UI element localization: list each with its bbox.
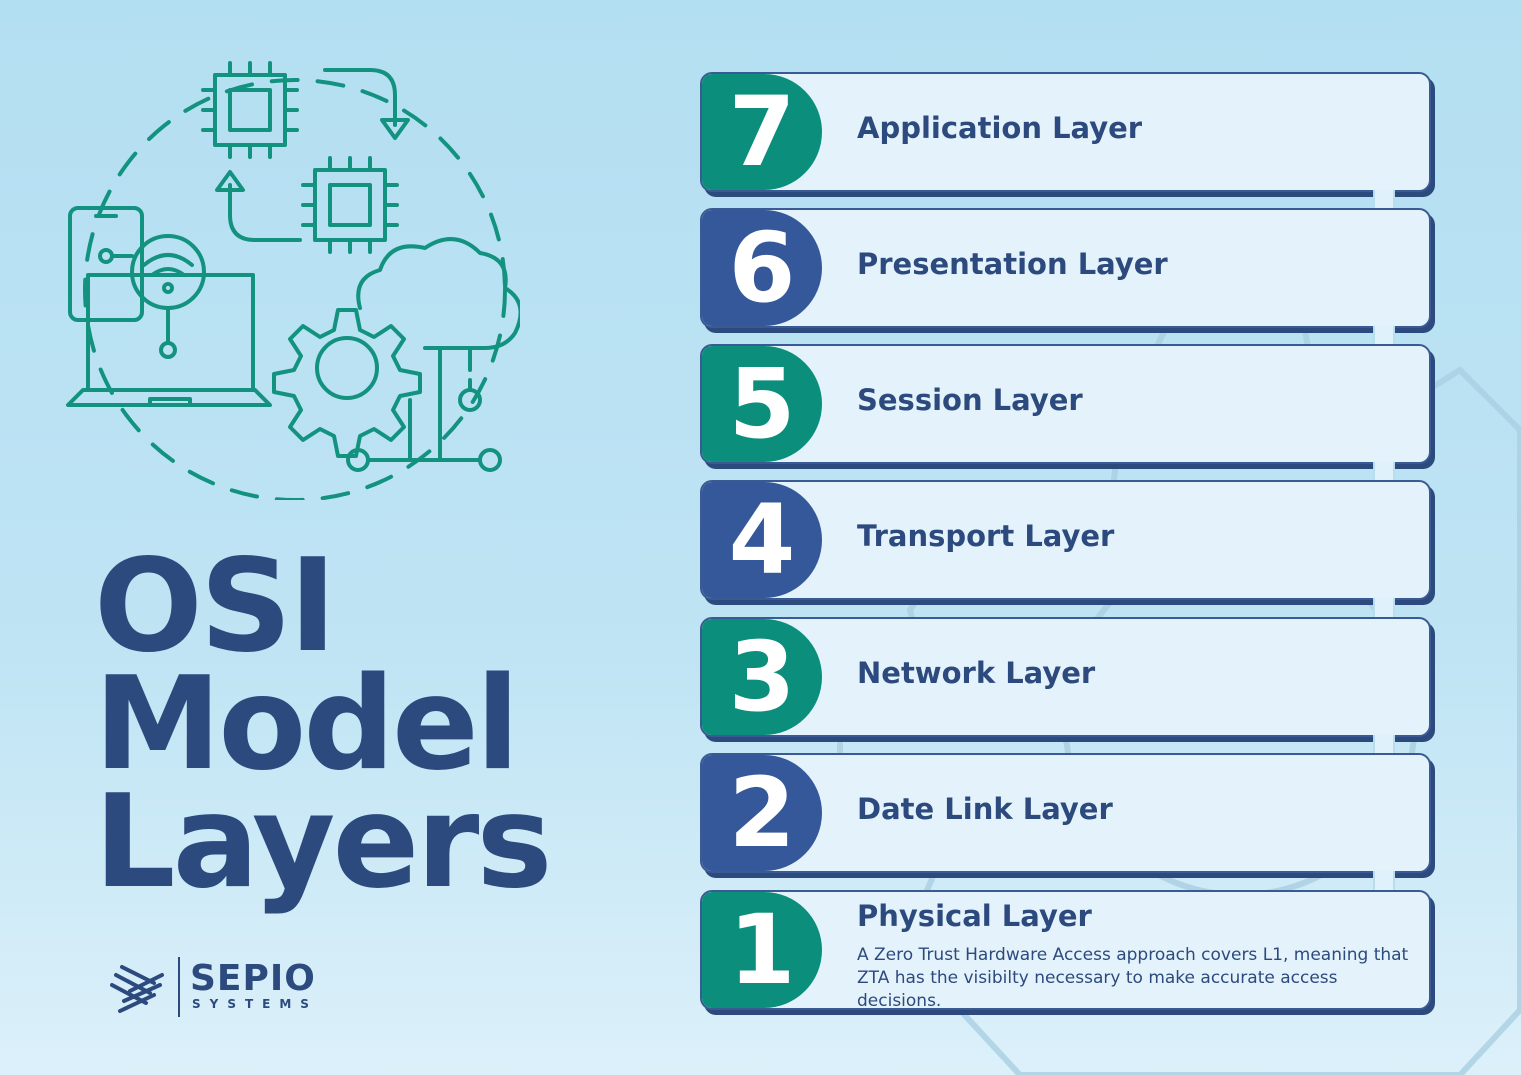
brand-subtitle: SYSTEMS	[192, 997, 318, 1011]
layer-7: 7 Application Layer	[700, 72, 1433, 194]
layer-number-badge: 2	[702, 755, 822, 871]
chip-icon	[301, 156, 399, 254]
title-line-1: OSI	[94, 532, 337, 681]
layer-label: Application Layer	[857, 111, 1143, 145]
layer-number-badge: 3	[702, 619, 822, 735]
layer-label: Transport Layer	[857, 519, 1115, 553]
gear-icon	[272, 308, 422, 458]
layer-number-badge: 4	[702, 482, 822, 598]
smartphone-icon	[68, 206, 144, 322]
layer-label: Physical Layer	[857, 899, 1092, 933]
layer-number-badge: 5	[702, 346, 822, 462]
layer-connector	[1373, 190, 1395, 212]
layer-5: 5 Session Layer	[700, 344, 1433, 466]
layer-card: 3 Network Layer	[700, 617, 1431, 737]
network-illustration	[66, 61, 520, 500]
layer-1: 1 Physical Layer A Zero Trust Hardware A…	[700, 890, 1433, 1012]
layer-description: A Zero Trust Hardware Access approach co…	[857, 945, 1409, 1010]
layer-connector	[1373, 735, 1395, 757]
layer-6: 6 Presentation Layer	[700, 208, 1433, 330]
laptop-icon	[66, 273, 272, 407]
brand-logo: SEPIO SYSTEMS	[110, 955, 370, 1025]
arrow-right-icon	[323, 68, 397, 127]
logo-divider	[178, 957, 180, 1017]
layer-label: Session Layer	[857, 383, 1083, 417]
layer-card: 1 Physical Layer A Zero Trust Hardware A…	[700, 890, 1431, 1010]
title-line-3: Layers	[94, 768, 553, 917]
sepio-logo-icon	[110, 965, 164, 1013]
layer-connector	[1373, 871, 1395, 893]
layer-4: 4 Transport Layer	[700, 480, 1433, 602]
layer-card: 6 Presentation Layer	[700, 208, 1431, 328]
layer-card: 4 Transport Layer	[700, 480, 1431, 600]
layer-number-badge: 6	[702, 210, 822, 326]
cloud-icon	[356, 237, 520, 350]
layer-connector	[1373, 462, 1395, 484]
wifi-icon	[98, 234, 206, 359]
layer-card: 2 Date Link Layer	[700, 753, 1431, 873]
layer-2: 2 Date Link Layer	[700, 753, 1433, 875]
brand-name: SEPIO	[190, 958, 316, 999]
layer-number-badge: 7	[702, 74, 822, 190]
layer-label: Presentation Layer	[857, 247, 1168, 281]
layer-connector	[1373, 598, 1395, 620]
page-title: OSI Model Layers	[94, 532, 553, 917]
layer-label: Network Layer	[857, 656, 1096, 690]
chip-icon	[201, 61, 299, 159]
layer-connector	[1373, 326, 1395, 348]
layer-label: Date Link Layer	[857, 792, 1113, 826]
layer-3: 3 Network Layer	[700, 617, 1433, 739]
layer-card: 7 Application Layer	[700, 72, 1431, 192]
arrow-up-icon	[228, 183, 302, 242]
title-line-2: Model	[94, 650, 520, 799]
layer-card: 5 Session Layer	[700, 344, 1431, 464]
layer-number-badge: 1	[702, 892, 822, 1008]
